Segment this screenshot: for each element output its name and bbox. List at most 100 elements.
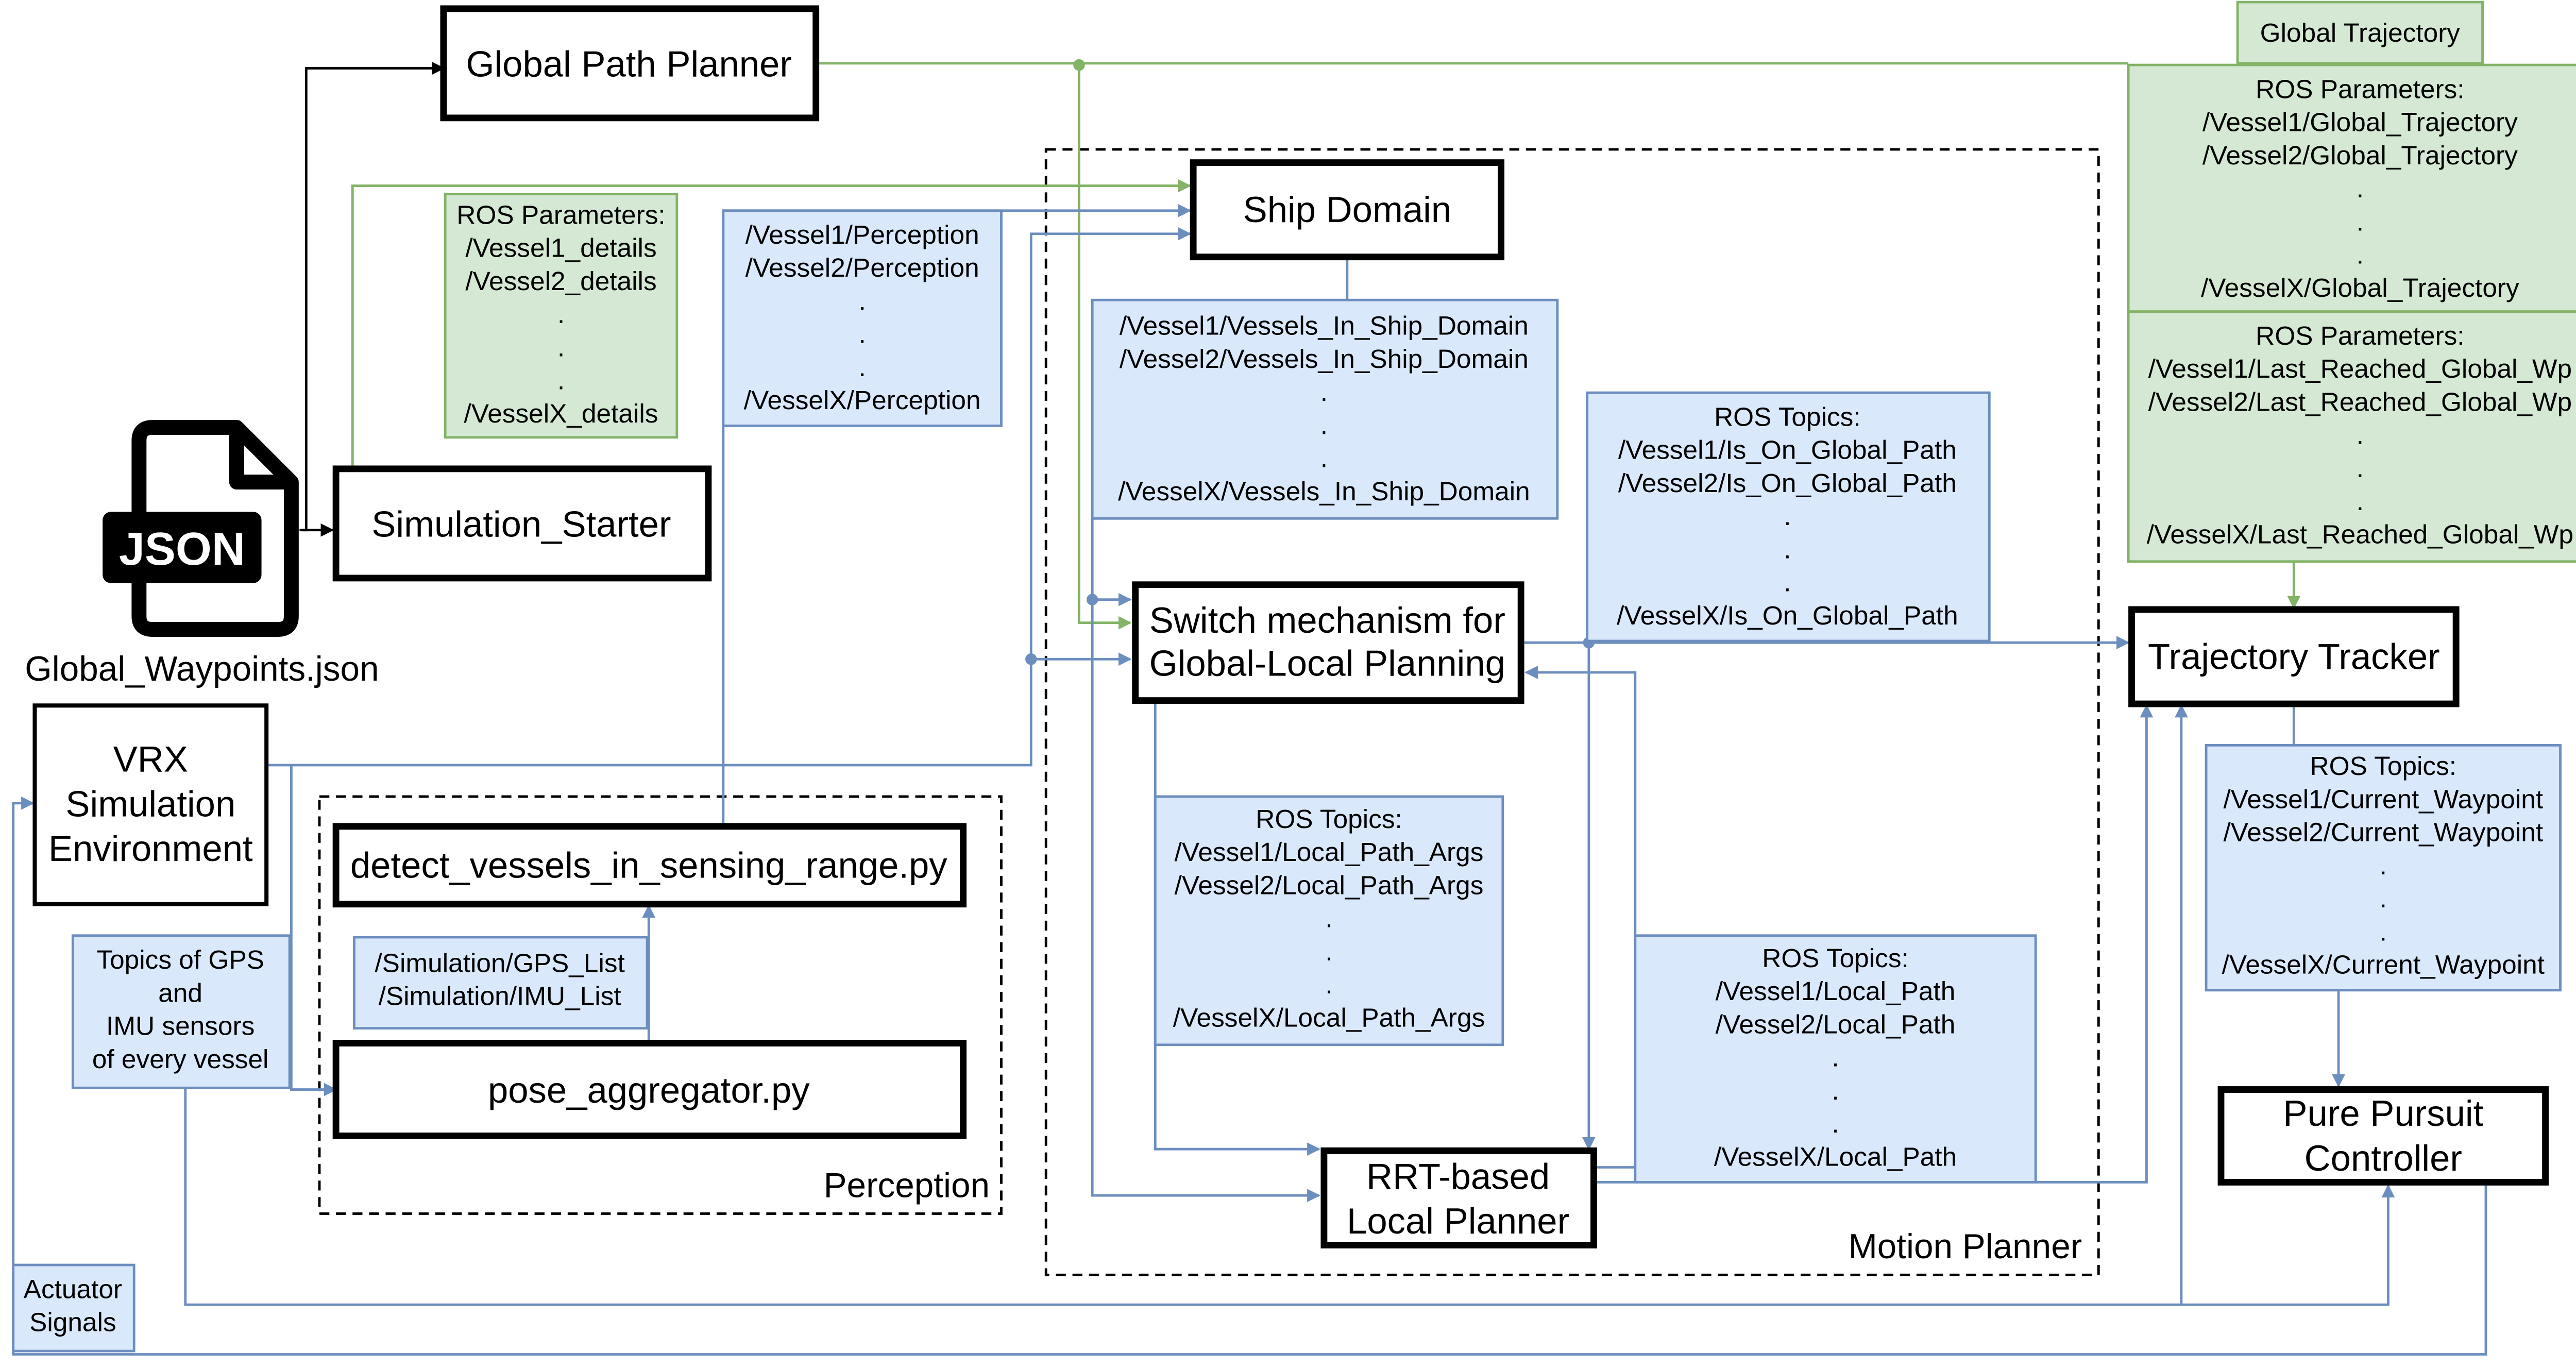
text-line: . xyxy=(1325,936,1332,966)
text-line: /Vessel1/Global_Trajectory xyxy=(2202,107,2518,137)
last-reached-params-text: ROS Parameters:/Vessel1/Last_Reached_Glo… xyxy=(2147,320,2573,549)
text-line: Switch mechanism for xyxy=(1149,600,1505,640)
text-line: ROS Topics: xyxy=(1762,943,1909,973)
current-waypoint-topics-text: ROS Topics:/Vessel1/Current_Waypoint/Ves… xyxy=(2222,751,2545,979)
ship-domain-label: Ship Domain xyxy=(1243,189,1452,230)
text-line: IMU sensors xyxy=(106,1011,255,1041)
text-line: . xyxy=(1784,567,1791,597)
text-line: /VesselX/Perception xyxy=(744,385,981,415)
motion-planner-group-label: Motion Planner xyxy=(1849,1227,2082,1266)
detect-vessels-label: detect_vessels_in_sensing_range.py xyxy=(350,845,947,885)
ship-domain-topics-box: /Vessel1/Vessels_In_Ship_Domain/Vessel2/… xyxy=(1091,298,1559,520)
vessel-details-params-box: ROS Parameters:/Vessel1_details/Vessel2_… xyxy=(444,193,679,439)
text-line: /VesselX/Is_On_Global_Path xyxy=(1617,600,1958,630)
text-line: /VesselX/Current_Waypoint xyxy=(2222,950,2545,979)
text-line: Simulation xyxy=(65,783,235,824)
text-line: . xyxy=(1325,903,1332,933)
ship-domain-to-switch-line-2 xyxy=(1091,518,1132,606)
text-line: . xyxy=(1320,443,1328,473)
text-line: . xyxy=(1784,534,1791,564)
text-line: /VesselX/Vessels_In_Ship_Domain xyxy=(1118,476,1530,506)
perception-group: Perception xyxy=(318,795,1003,1215)
text-line: of every vessel xyxy=(92,1044,269,1074)
text-line: /Simulation/GPS_List xyxy=(375,948,624,977)
sensors-to-controllers-line xyxy=(184,1088,2395,1306)
text-line: . xyxy=(2357,173,2364,203)
text-line: . xyxy=(2357,240,2364,269)
local-path-topics-box: ROS Topics:/Vessel1/Local_Path/Vessel2/L… xyxy=(1634,934,2037,1184)
text-line: Local Planner xyxy=(1347,1201,1569,1241)
vessel-details-params-text: ROS Parameters:/Vessel1_details/Vessel2_… xyxy=(456,199,665,428)
trajectory-tracker-label: Trajectory Tracker xyxy=(2148,636,2440,677)
text-line: /Vessel1/Current_Waypoint xyxy=(2224,784,2544,814)
text-line: /Vessel1/Perception xyxy=(745,219,979,249)
text-line: . xyxy=(1320,410,1328,440)
text-line: Global-Local Planning xyxy=(1149,643,1505,683)
vrx-to-motion-planner-line xyxy=(266,227,1192,767)
text-line: /Vessel2/Local_Path xyxy=(1716,1009,1956,1039)
global-trajectory-title: Global Trajectory xyxy=(2260,18,2461,47)
text-line: /Vessel1/Local_Path_Args xyxy=(1175,837,1484,867)
global-trajectory-params-box: ROS Parameters:/Vessel1/Global_Trajector… xyxy=(2127,63,2576,313)
text-line: /Vessel2/Is_On_Global_Path xyxy=(1618,468,1957,498)
text-line: /Vessel2/Last_Reached_Global_Wp xyxy=(2148,386,2572,416)
text-line: . xyxy=(557,365,565,395)
text-line: ROS Parameters: xyxy=(456,199,665,229)
pose-aggregator-label: pose_aggregator.py xyxy=(488,1070,810,1110)
text-line: . xyxy=(2357,420,2364,450)
text-line: and xyxy=(158,977,202,1007)
text-line: . xyxy=(859,352,866,382)
text-line: ROS Topics: xyxy=(1714,401,1861,431)
text-line: . xyxy=(2380,916,2387,946)
ship-domain-topics-text: /Vessel1/Vessels_In_Ship_Domain/Vessel2/… xyxy=(1118,311,1530,506)
junction-dot xyxy=(1086,594,1098,605)
text-line: . xyxy=(2357,453,2364,483)
text-line: VRX xyxy=(113,739,188,780)
motion-planner-group: Motion Planner xyxy=(1044,148,2100,1276)
text-line: /VesselX_details xyxy=(464,398,658,428)
gps-imu-list-box: /Simulation/GPS_List/Simulation/IMU_List xyxy=(353,936,649,1030)
global-path-planner-node: Global Path Planner xyxy=(440,5,820,122)
is-on-global-path-topics-box: ROS Topics:/Vessel1/Is_On_Global_Path/Ve… xyxy=(1586,391,1991,643)
last-reached-params-box: ROS Parameters:/Vessel1/Last_Reached_Glo… xyxy=(2127,310,2576,563)
text-line: Signals xyxy=(29,1307,116,1337)
json-icon-text: JSON xyxy=(119,523,245,575)
junction-dot xyxy=(1025,653,1037,665)
text-line: /Vessel2/Global_Trajectory xyxy=(2202,140,2518,170)
text-line: /Simulation/IMU_List xyxy=(379,981,621,1011)
text-line: /Vessel2/Perception xyxy=(745,252,979,282)
global-trajectory-title-box: Global Trajectory xyxy=(2236,1,2484,65)
simulation-starter-node: Simulation_Starter xyxy=(332,465,712,582)
text-line: . xyxy=(2357,206,2364,236)
text-line: . xyxy=(1832,1108,1839,1138)
text-line: . xyxy=(2380,850,2387,880)
text-line: /VesselX/Global_Trajectory xyxy=(2201,273,2519,302)
json-file-icon: JSON xyxy=(103,420,299,637)
text-line: . xyxy=(1832,1042,1839,1072)
gps-imu-list-text: /Simulation/GPS_List/Simulation/IMU_List xyxy=(375,948,624,1010)
local-path-args-topics-box: ROS Topics:/Vessel1/Local_Path_Args/Vess… xyxy=(1154,795,1504,1046)
simulation-starter-label: Simulation_Starter xyxy=(371,504,671,545)
text-line: ROS Parameters: xyxy=(2256,74,2464,104)
text-line: /Vessel2/Current_Waypoint xyxy=(2224,817,2544,847)
global-trajectory-params-text: ROS Parameters:/Vessel1/Global_Trajector… xyxy=(2201,74,2519,302)
text-line: ROS Parameters: xyxy=(2256,320,2464,350)
trajectory-tracker-node: Trajectory Tracker xyxy=(2128,606,2460,707)
text-line: /Vessel1_details xyxy=(465,233,656,263)
text-line: . xyxy=(2357,486,2364,516)
text-line: . xyxy=(1320,377,1328,407)
pursuit-to-vrx-line xyxy=(12,796,2487,1356)
junction-dot xyxy=(1073,59,1085,71)
current-waypoint-topics-box: ROS Topics:/Vessel1/Current_Waypoint/Ves… xyxy=(2205,744,2562,992)
text-line: /Vessel1/Last_Reached_Global_Wp xyxy=(2148,353,2572,383)
text-line: . xyxy=(1784,501,1791,531)
text-line: Environment xyxy=(48,828,253,869)
perception-group-label: Perception xyxy=(824,1166,990,1205)
